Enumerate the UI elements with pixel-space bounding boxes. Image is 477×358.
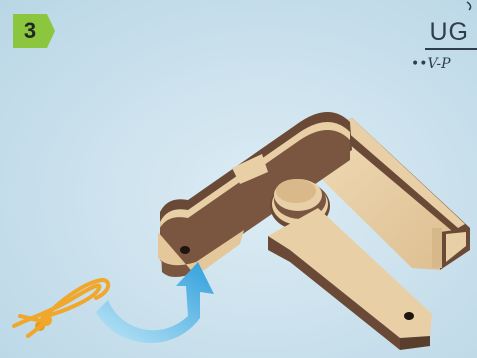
insert-direction-arrow — [96, 262, 214, 343]
plank-hole — [404, 312, 414, 320]
pivot-hole — [180, 246, 190, 254]
rope-knot — [14, 280, 108, 336]
